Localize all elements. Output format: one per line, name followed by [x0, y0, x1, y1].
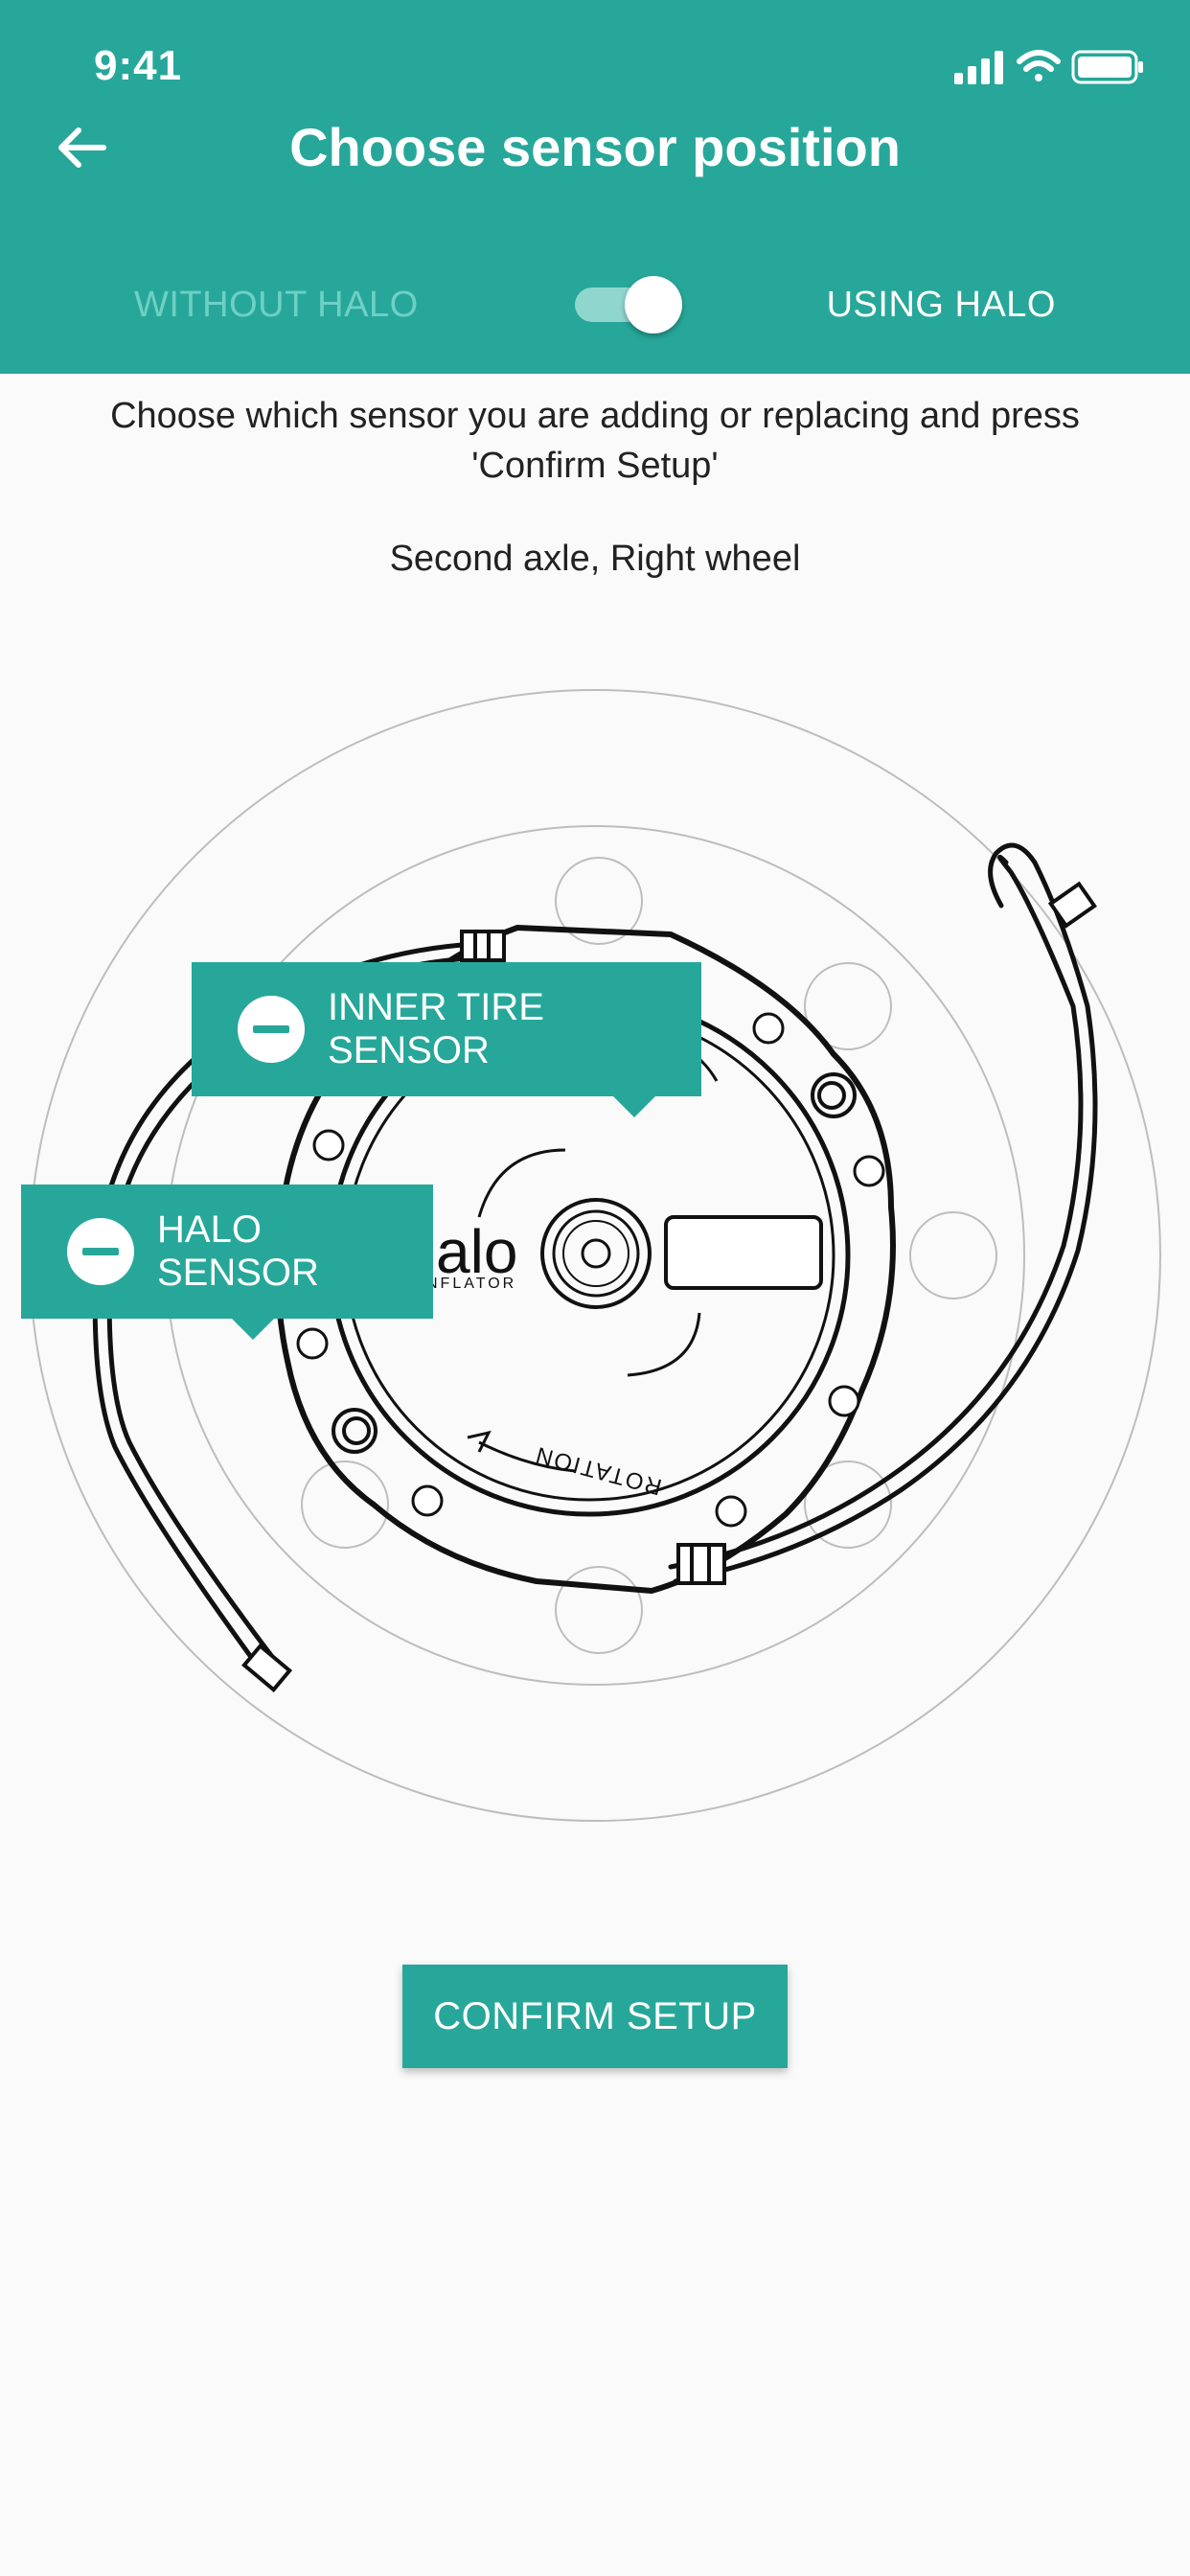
arrow-left-icon [58, 127, 106, 168]
halo-toggle-switch[interactable] [575, 276, 684, 334]
remove-circle-icon[interactable] [238, 996, 305, 1063]
battery-icon [1071, 50, 1143, 84]
mode-toggle-bar: WITHOUT HALO USING HALO [0, 236, 1190, 374]
instructions-text: Choose which sensor you are adding or re… [110, 396, 1080, 486]
display-window [664, 1215, 823, 1290]
wifi-icon [1017, 50, 1061, 81]
remove-circle-icon[interactable] [67, 1218, 134, 1285]
stud-hole [804, 1460, 892, 1549]
stud-hole [555, 857, 643, 945]
status-icons [954, 46, 1146, 93]
stud-hole [301, 1460, 389, 1549]
signal-icon [954, 51, 1003, 84]
app-bar: 9:41 Choose sensor position [0, 0, 1190, 236]
status-time: 9:41 [94, 42, 183, 89]
center-hub [540, 1198, 652, 1309]
wheel-position-label: Second axle, Right wheel [389, 539, 801, 579]
halo-logo-text: alo [436, 1217, 517, 1286]
without-halo-option[interactable]: WITHOUT HALO [134, 285, 419, 325]
inner-tire-sensor-callout[interactable]: INNER TIRE SENSOR [192, 962, 701, 1117]
page-title: Choose sensor position [289, 117, 901, 177]
back-button[interactable] [46, 113, 115, 182]
rotation-text: ROTATION [532, 1441, 665, 1500]
using-halo-option[interactable]: USING HALO [826, 285, 1056, 325]
halo-logo-subtext: NFLATOR [426, 1276, 516, 1292]
confirm-setup-button[interactable]: CONFIRM SETUP [402, 1965, 788, 2068]
stud-hole [909, 1211, 997, 1300]
stud-hole [804, 962, 892, 1050]
halo-sensor-callout[interactable]: HALO SENSOR [21, 1184, 433, 1340]
switch-thumb [625, 276, 682, 334]
halo-sensor-label: HALO SENSOR [157, 1208, 319, 1294]
inner-tire-sensor-label: INNER TIRE SENSOR [328, 986, 544, 1071]
stud-hole [555, 1566, 643, 1654]
air-hose-right [668, 842, 1098, 1584]
